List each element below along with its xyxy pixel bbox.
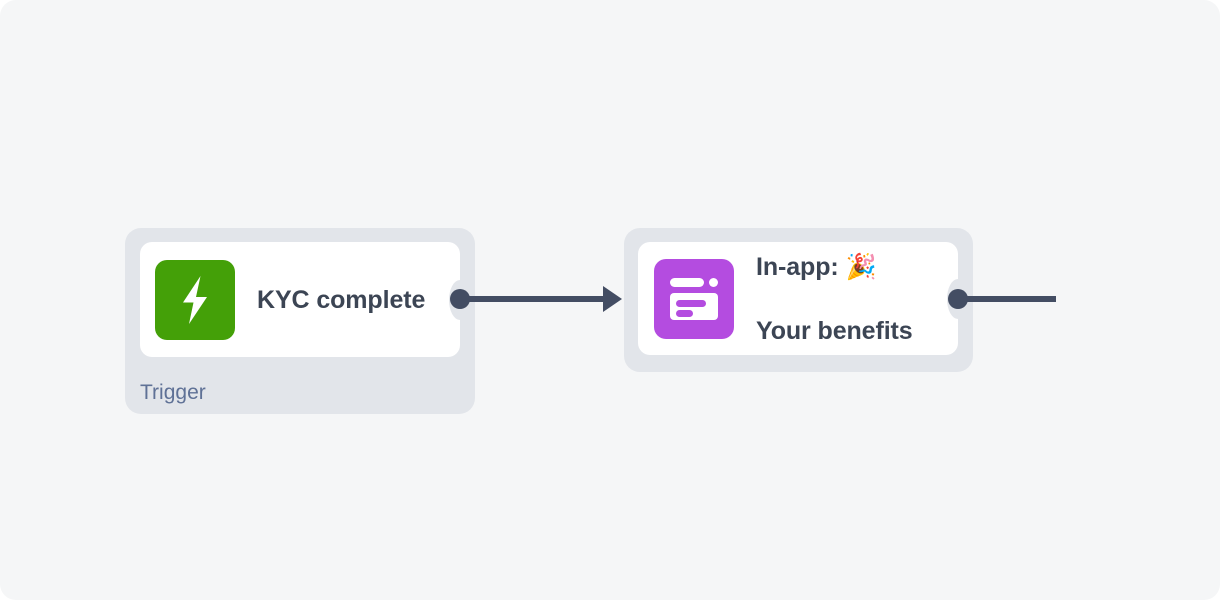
edge-trigger-to-inapp-line (464, 296, 606, 302)
output-port-trigger[interactable] (450, 289, 470, 309)
party-popper-emoji: 🎉 (845, 251, 877, 281)
in-app-message-icon (654, 258, 734, 339)
in-app-title-line-2: Your benefits (756, 316, 913, 345)
in-app-title-prefix: In-app: (756, 252, 846, 281)
flow-node-trigger[interactable]: KYC complete Trigger (125, 228, 475, 414)
output-port-in-app-message[interactable] (948, 289, 968, 309)
lightning-bolt-icon (155, 259, 235, 340)
flow-node-in-app-message-title: In-app: 🎉 Your benefits (756, 219, 913, 379)
flow-node-in-app-message[interactable]: In-app: 🎉 Your benefits (624, 228, 973, 372)
flow-node-in-app-message-card[interactable]: In-app: 🎉 Your benefits (638, 242, 969, 355)
flow-node-trigger-sublabel: Trigger (140, 381, 206, 404)
edge-in-app-outgoing-line (962, 296, 1056, 302)
flow-node-trigger-title: KYC complete (257, 285, 426, 314)
edge-trigger-to-inapp-arrowhead (603, 286, 622, 312)
flow-node-trigger-card[interactable]: KYC complete (140, 242, 471, 357)
in-app-title-line-1: In-app: 🎉 (756, 251, 913, 283)
